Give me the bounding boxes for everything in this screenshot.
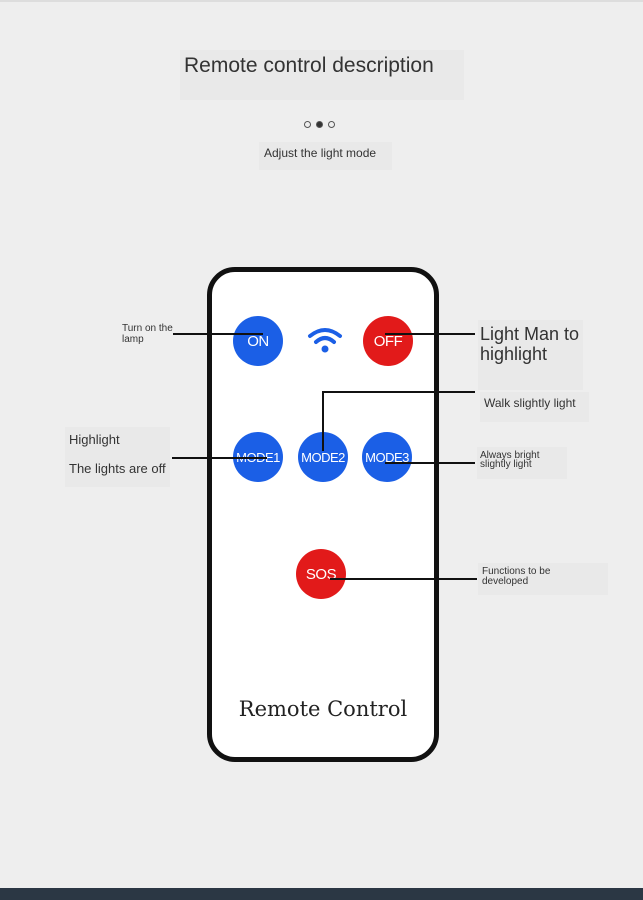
bottom-bar [0, 888, 643, 900]
label-light-man: Light Man to highlight [478, 320, 583, 390]
label-walk: Walk slightly light [480, 392, 589, 422]
sos-button: SOS [296, 549, 346, 599]
label-lights-off: The lights are off [69, 461, 166, 476]
label-functions: Functions to be developed [478, 563, 608, 595]
pointer-line [385, 462, 475, 464]
pointer-line [385, 333, 475, 335]
subtitle: Adjust the light mode [259, 142, 392, 170]
pointer-line [322, 391, 324, 451]
label-always-bright: Always bright slightly light [477, 447, 567, 479]
carousel-dot-active[interactable] [316, 121, 323, 128]
remote-caption: Remote Control [238, 697, 408, 721]
on-button: ON [233, 316, 283, 366]
off-button: OFF [363, 316, 413, 366]
label-turn-on: Turn on the lamp [122, 323, 173, 345]
page-title: Remote control description [180, 50, 464, 100]
label-highlight: Highlight [69, 432, 120, 447]
carousel-dot[interactable] [304, 121, 311, 128]
pointer-line [330, 578, 477, 580]
pointer-line [173, 333, 263, 335]
carousel-dot[interactable] [328, 121, 335, 128]
carousel-dots [304, 121, 335, 128]
label-highlight-group: Highlight The lights are off [65, 427, 170, 487]
pointer-line [322, 391, 475, 393]
mode3-button: MODE3 [362, 432, 412, 482]
wifi-icon [307, 324, 343, 361]
pointer-line [172, 457, 267, 459]
remote-control: ON OFF MODE1 MODE2 MODE3 SOS Remote Cont… [207, 267, 439, 762]
